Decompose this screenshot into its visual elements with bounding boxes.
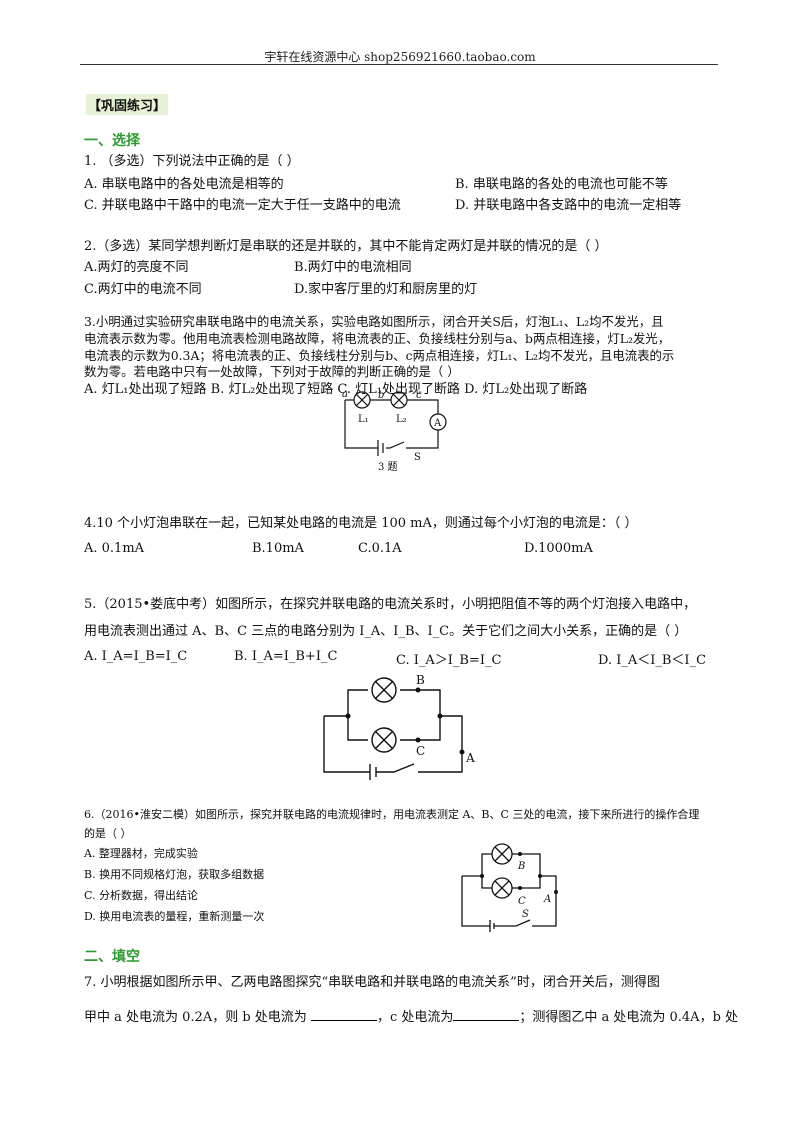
q7-blank-b[interactable] <box>310 1008 377 1021</box>
q3-fig-caption: 3 题 <box>378 461 398 473</box>
q5-option-c: C. I_A＞I_B=I_C <box>396 653 502 668</box>
q6-fig-label-c: C <box>518 896 526 907</box>
q3-fig-label-l1: L₁ <box>358 414 369 425</box>
q6-circuit-diagram: B C A S <box>461 843 558 932</box>
q5-line-2: 用电流表测出通过 A、B、C 三点的电路分别为 I_A、I_B、I_C。关于它们… <box>84 624 688 639</box>
q3-line-4: 数为零。若电路中只有一处故障，下列对于故障的判断正确的是（ ） <box>84 364 460 379</box>
q3-fig-label-l2: L₂ <box>396 414 407 425</box>
q3-line-3: 电流表的示数为0.3A；将电流表的正、负接线柱分别与b、c两点相连接，灯L₁、L… <box>84 348 675 363</box>
q4-option-a: A. 0.1mA <box>84 541 145 556</box>
q7-line-1: 7. 小明根据如图所示甲、乙两电路图探究“串联电路和并联电路的电流关系”时，闭合… <box>84 975 660 990</box>
q7-line-2-part-1: 甲中 a 处电流为 0.2A，则 b 处电流为 <box>84 1010 311 1025</box>
q3-options: A. 灯L₁处出现了短路 B. 灯L₂处出现了短路 C. 灯L₁处出现了断路 D… <box>84 382 588 397</box>
q2-option-a: A.两灯的亮度不同 <box>84 260 189 275</box>
q1-option-a: A. 串联电路中的各处电流是相等的 <box>84 177 284 192</box>
q4-stem: 4.10 个小灯泡串联在一起，已知某处电路的电流是 100 mA，则通过每个小灯… <box>84 516 638 531</box>
q5-fig-label-b: B <box>416 673 425 687</box>
q6-fig-label-switch: S <box>522 909 529 920</box>
q6-option-b: B. 换用不同规格灯泡，获取多组数据 <box>84 868 265 881</box>
q6-option-c: C. 分析数据，得出结论 <box>84 889 199 902</box>
q5-option-a: A. I_A=I_B=I_C <box>84 649 188 664</box>
q5-circuit-diagram: B C A <box>323 673 475 780</box>
section-title-choice: 一、选择 <box>84 133 140 149</box>
q1-stem: 1. （多选）下列说法中正确的是（ ） <box>84 154 300 169</box>
q6-option-a: A. 整理器材，完成实验 <box>84 847 198 860</box>
q1-option-c: C. 并联电路中干路中的电流一定大于任一支路中的电流 <box>84 198 401 213</box>
q7-line-2-part-2: ，c 处电流为 <box>376 1010 454 1025</box>
q7-line-2: 甲中 a 处电流为 0.2A，则 b 处电流为 ，c 处电流为 ；测得图乙中 a … <box>84 1006 738 1025</box>
section-title-fill: 二、填空 <box>84 949 140 965</box>
q7-blank-c[interactable] <box>453 1008 520 1021</box>
q2-option-c: C.两灯中的电流不同 <box>84 282 202 297</box>
q1-option-b: B. 串联电路的各处的电流也可能不等 <box>455 177 668 192</box>
header-divider <box>80 64 718 65</box>
q6-line-2: 的是（ ） <box>84 827 132 840</box>
q3-fig-label-b: b <box>378 390 384 401</box>
q6-fig-label-b: B <box>517 861 525 872</box>
q5-option-d: D. I_A＜I_B＜I_C <box>598 653 707 668</box>
q5-line-1: 5.（2015•娄底中考）如图所示，在探究并联电路的电流关系时，小明把阻值不等的… <box>84 597 697 612</box>
q7-line-2-part-3: ；测得图乙中 a 处电流为 0.4A，b 处 <box>519 1010 739 1025</box>
q2-stem: 2.（多选）某同学想判断灯是串联的还是并联的，其中不能肯定两灯是并联的情况的是（… <box>84 239 608 254</box>
q2-option-b: B.两灯中的电流相同 <box>294 260 412 275</box>
q4-option-c: C.0.1A <box>358 541 402 556</box>
page-header: 宇轩在线资源中心 shop256921660.taobao.com <box>264 50 536 64</box>
q2-option-d: D.家中客厅里的灯和厨房里的灯 <box>294 282 478 297</box>
q3-line-1: 3.小明通过实验研究串联电路中的电流关系，实验电路如图所示，闭合开关S后，灯泡L… <box>84 314 664 329</box>
q3-fig-label-switch: S <box>414 452 421 463</box>
q4-option-b: B.10mA <box>252 541 304 556</box>
section-tag: 【巩固练习】 <box>86 94 169 115</box>
q1-option-d: D. 并联电路中各支路中的电流一定相等 <box>455 198 682 213</box>
q5-option-b: B. I_A=I_B+I_C <box>234 649 338 664</box>
q3-line-2: 电流表示数为零。他用电流表检测电路故障，将电流表的正、负接线柱分别与a、b两点相… <box>84 331 671 346</box>
q6-fig-label-a: A <box>543 894 551 905</box>
q5-fig-label-a: A <box>465 751 475 765</box>
q6-line-1: 6.（2016•淮安二模）如图所示，探究并联电路的电流规律时，用电流表测定 A、… <box>84 808 700 821</box>
q3-fig-label-c: c <box>416 390 422 401</box>
q5-fig-label-c: C <box>416 744 425 758</box>
q6-option-d: D. 换用电流表的量程，重新测量一次 <box>84 910 265 923</box>
q3-circuit-diagram: a b c L₁ L₂ A S 3 题 <box>342 389 447 473</box>
q3-fig-label-ammeter: A <box>433 418 442 429</box>
q4-option-d: D.1000mA <box>524 541 593 556</box>
q3-fig-label-a: a <box>342 389 348 400</box>
